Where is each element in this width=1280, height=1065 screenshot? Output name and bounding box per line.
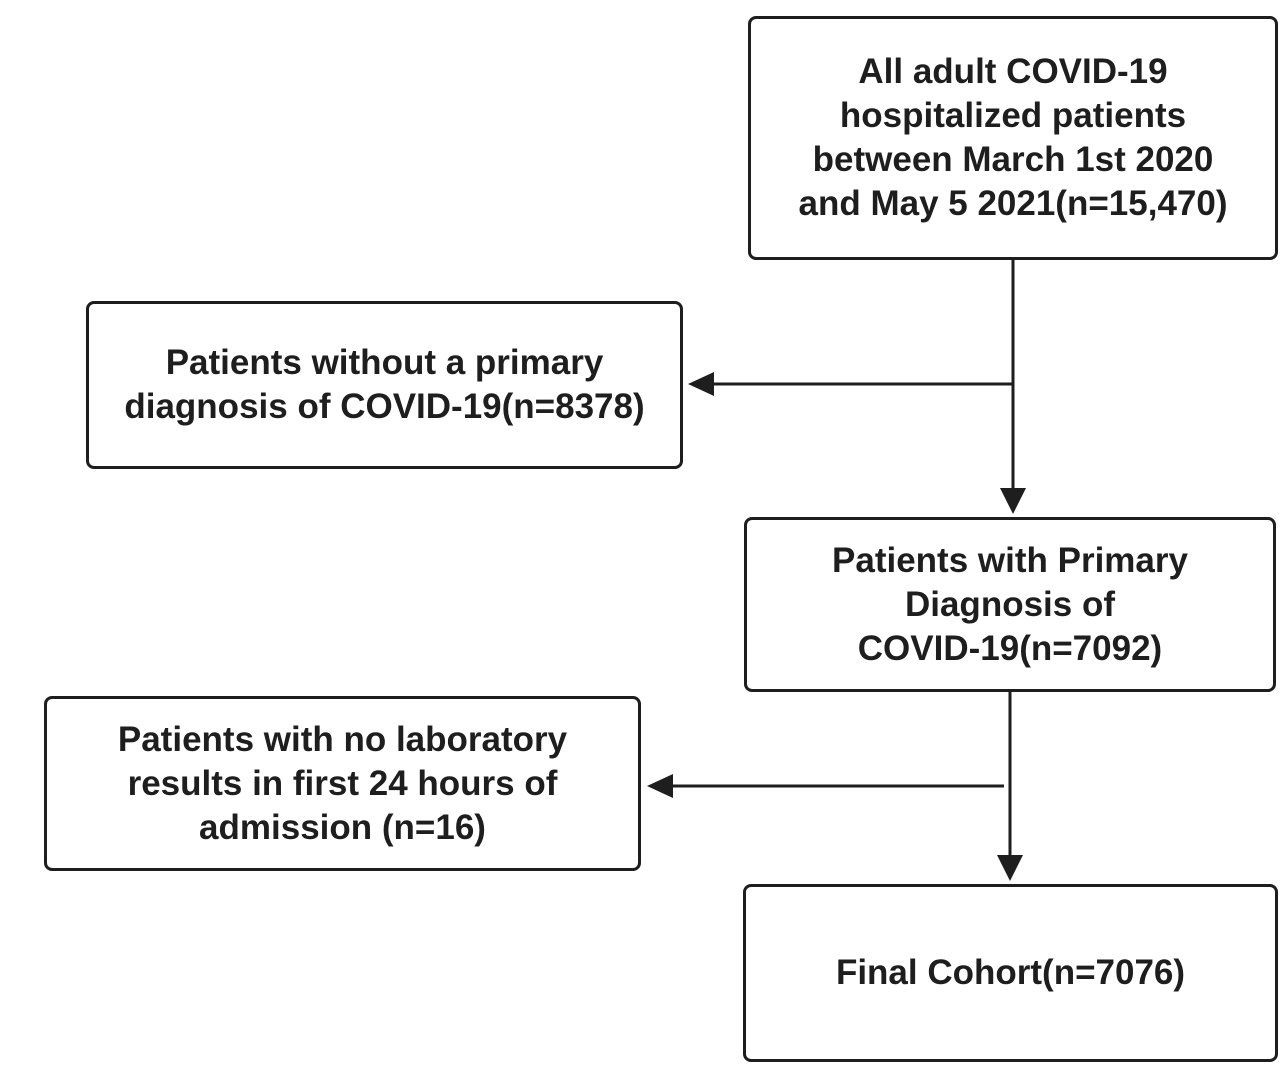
excluded-no-primary-diagnosis-box: Patients without a primary diagnosis of … <box>86 301 683 469</box>
arrowhead-left-excl1 <box>688 372 714 396</box>
final-cohort-text: Final Cohort(n=7076) <box>835 953 1186 992</box>
all-patients-text: All adult COVID-19 hospitalized patients… <box>798 52 1228 223</box>
all-patients-box: All adult COVID-19 hospitalized patients… <box>748 16 1278 260</box>
arrowhead-left-excl2 <box>647 774 673 798</box>
primary-diagnosis-text: Patients with Primary Diagnosis of COVID… <box>832 540 1188 668</box>
primary-diagnosis-box: Patients with Primary Diagnosis of COVID… <box>744 517 1276 692</box>
excluded-no-labs-box: Patients with no laboratory results in f… <box>44 696 641 871</box>
excluded-no-primary-diagnosis-text: Patients without a primary diagnosis of … <box>124 343 645 426</box>
final-cohort-box: Final Cohort(n=7076) <box>743 884 1278 1062</box>
arrowhead-down-primary <box>1000 488 1026 514</box>
excluded-no-labs-text: Patients with no laboratory results in f… <box>117 719 568 847</box>
arrowhead-down-final <box>997 855 1023 881</box>
